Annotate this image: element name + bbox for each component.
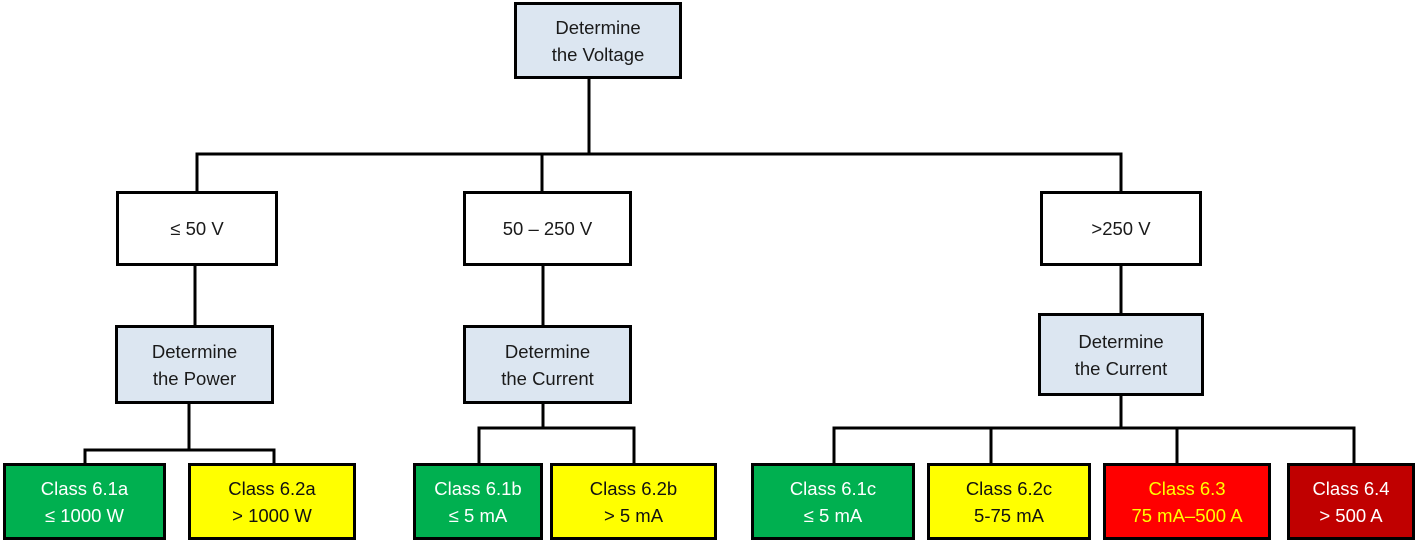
class-name: Class 6.3 xyxy=(1148,477,1226,499)
node-label-line2: the Power xyxy=(152,367,237,389)
node-label-line1: Determine xyxy=(504,340,591,362)
node-label-line2: the Voltage xyxy=(551,43,645,65)
class-criterion: ≤ 5 mA xyxy=(803,504,863,526)
node-label: 50 – 250 V xyxy=(502,218,593,239)
class-name: Class 6.2b xyxy=(589,477,678,499)
node-label: >250 V xyxy=(1091,218,1151,239)
class-name: Class 6.1a xyxy=(40,477,129,499)
node-label-line1: Determine xyxy=(1078,330,1164,352)
class-criterion: 5-75 mA xyxy=(974,504,1044,526)
class-name: Class 6.1b xyxy=(434,477,522,499)
class-criterion: ≤ 1000 W xyxy=(44,504,125,526)
class-6-2b-node: Class 6.2b > 5 mA xyxy=(550,463,717,540)
determine-power-node: Determine the Power xyxy=(115,325,274,404)
class-name: Class 6.4 xyxy=(1312,477,1390,499)
voltage-range-gt-250v-node: >250 V xyxy=(1040,191,1202,266)
class-6-1b-node: Class 6.1b ≤ 5 mA xyxy=(413,463,543,540)
node-label-line2: the Current xyxy=(1074,357,1168,379)
class-criterion: 75 mA–500 A xyxy=(1131,504,1243,526)
class-6-2c-node: Class 6.2c 5-75 mA xyxy=(927,463,1091,540)
determine-current-node: Determine the Current xyxy=(463,325,632,404)
voltage-range-50-250v-node: 50 – 250 V xyxy=(463,191,632,266)
class-name: Class 6.2a xyxy=(228,477,316,499)
class-criterion: ≤ 5 mA xyxy=(448,504,508,526)
class-6-1c-node: Class 6.1c ≤ 5 mA xyxy=(751,463,915,540)
node-label-line2: the Current xyxy=(501,367,594,389)
class-name: Class 6.2c xyxy=(965,477,1053,499)
voltage-range-le-50v-node: ≤ 50 V xyxy=(116,191,278,266)
class-6-4-node: Class 6.4 > 500 A xyxy=(1287,463,1415,540)
class-name: Class 6.1c xyxy=(789,477,877,499)
determine-current-node: Determine the Current xyxy=(1038,313,1204,396)
node-label: ≤ 50 V xyxy=(170,218,224,239)
class-criterion: > 500 A xyxy=(1319,504,1383,526)
node-label-line1: Determine xyxy=(555,16,641,38)
class-criterion: > 5 mA xyxy=(603,504,664,526)
class-criterion: > 1000 W xyxy=(232,504,312,526)
class-6-3-node: Class 6.3 75 mA–500 A xyxy=(1103,463,1271,540)
class-6-1a-node: Class 6.1a ≤ 1000 W xyxy=(3,463,166,540)
class-6-2a-node: Class 6.2a > 1000 W xyxy=(188,463,356,540)
determine-voltage-node: Determine the Voltage xyxy=(514,2,682,79)
node-label-line1: Determine xyxy=(151,340,238,362)
